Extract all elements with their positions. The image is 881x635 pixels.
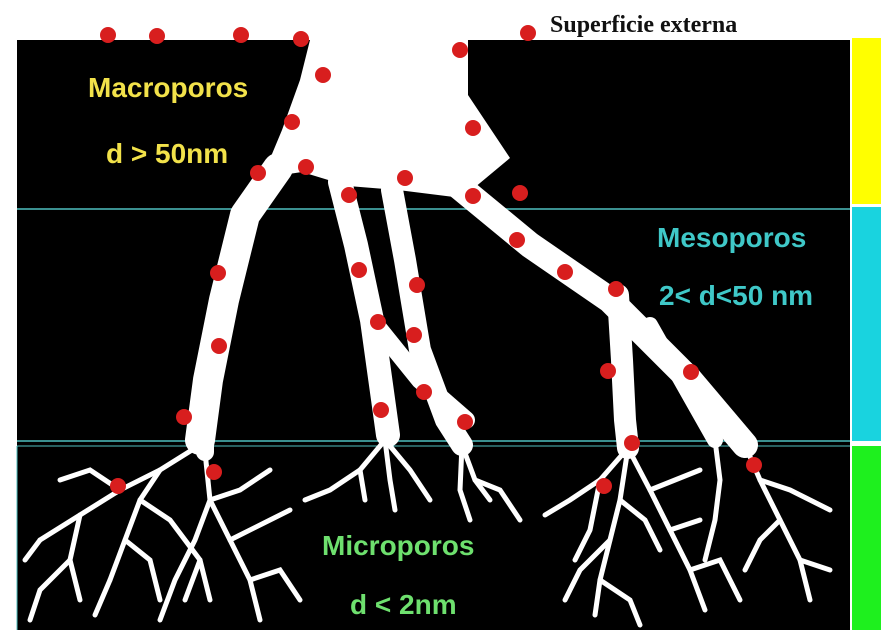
molecule-dot [457,414,473,430]
mesopore-size-range: 2< d<50 nm [659,280,813,312]
molecule-dot [397,170,413,186]
molecule-dot [406,327,422,343]
mesopore-zone-name: Mesoporos [657,222,806,254]
molecule-dot [512,185,528,201]
molecule-dot [373,402,389,418]
micropore-size-range: d < 2nm [350,589,457,621]
molecule-dot [520,25,536,41]
molecule-dot [250,165,266,181]
micro-zone-bar [852,446,881,630]
molecule-dot [596,478,612,494]
molecule-dot [608,281,624,297]
molecule-dot [206,464,222,480]
molecule-dot [293,31,309,47]
meso-zone-bar [852,207,881,441]
molecule-dot [452,42,468,58]
molecule-dot [233,27,249,43]
molecule-dot [341,187,357,203]
molecule-dot [315,67,331,83]
molecule-dot [370,314,386,330]
molecule-dot [176,409,192,425]
molecule-dot [110,478,126,494]
molecule-dot [509,232,525,248]
molecule-dot [351,262,367,278]
molecule-dot [210,265,226,281]
molecule-dot [211,338,227,354]
external-surface-label: Superficie externa [550,12,737,39]
molecule-dot [284,114,300,130]
molecule-dot [557,264,573,280]
molecule-dot [465,120,481,136]
macro-zone-bar [852,38,881,204]
molecule-dot [416,384,432,400]
macropore-size-range: d > 50nm [106,138,228,170]
molecule-dot [600,363,616,379]
molecule-dot [100,27,116,43]
molecule-dot [409,277,425,293]
micropore-zone-name: Microporos [322,530,474,562]
molecule-dot [465,188,481,204]
molecule-dot [624,435,640,451]
molecule-dot [746,457,762,473]
molecule-dot [149,28,165,44]
molecule-dot [298,159,314,175]
macropore-zone-name: Macroporos [88,72,248,104]
molecule-dot [683,364,699,380]
